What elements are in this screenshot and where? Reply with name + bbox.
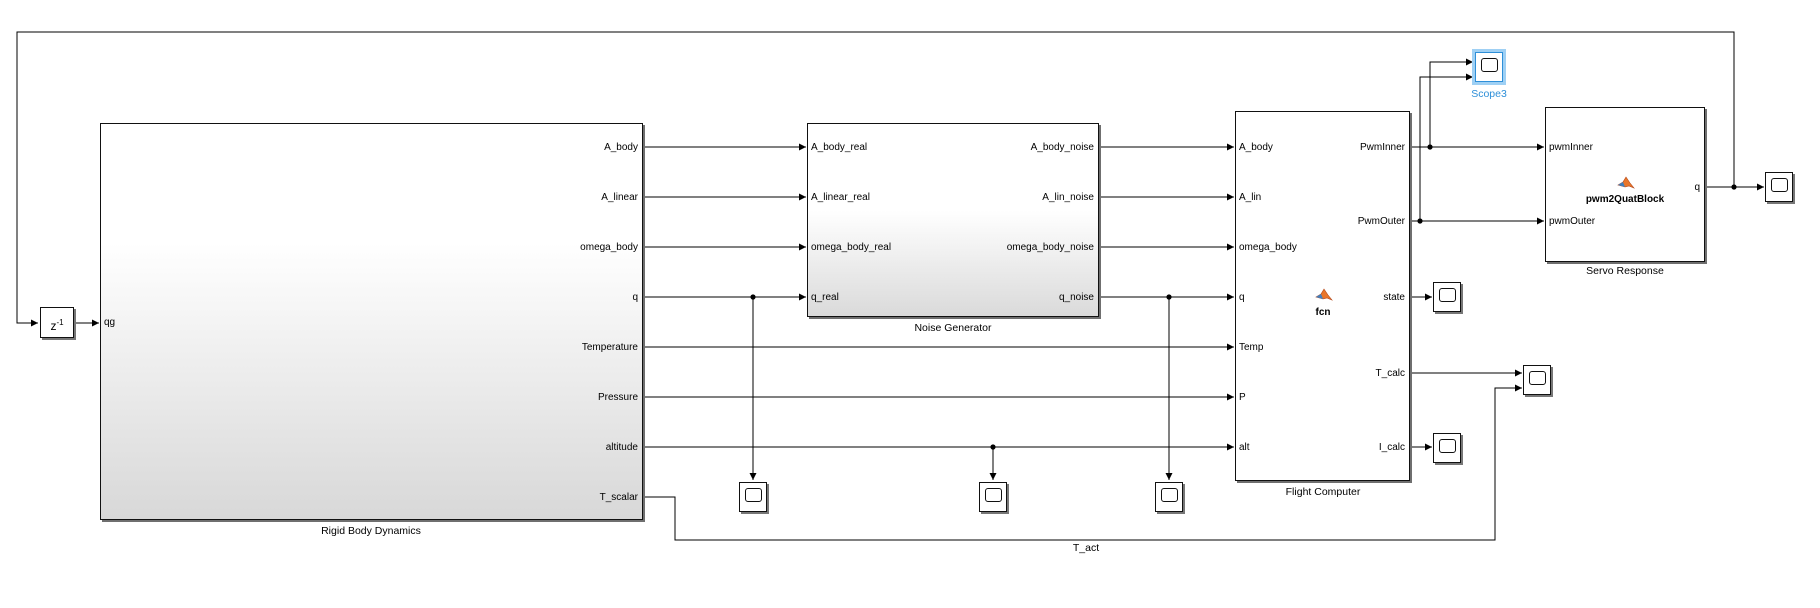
pwm-inner-scope3-line	[1429, 58, 1473, 147]
output-port-temperature: Temperature	[581, 342, 638, 353]
input-port-q-real: q_real	[811, 292, 839, 303]
noise-generator-caption: Noise Generator	[914, 322, 992, 334]
t-act-signal-label: T_act	[1072, 542, 1100, 554]
scope-t-calc[interactable]	[1523, 365, 1551, 395]
scope-icon	[985, 488, 1002, 502]
input-port-omega-body-real: omega_body_real	[811, 242, 892, 253]
input-port-a-linear-real: A_linear_real	[811, 192, 870, 203]
scope-servo-q[interactable]	[1765, 172, 1793, 202]
input-port-q: q	[1239, 292, 1245, 303]
scope-icon	[1771, 178, 1788, 192]
pwm-outer-scope3-line	[1419, 73, 1473, 221]
output-port-q: q	[632, 292, 638, 303]
scope-icon	[1481, 58, 1498, 72]
servo-response-caption: Servo Response	[1586, 265, 1664, 277]
flight-computer-caption: Flight Computer	[1285, 486, 1361, 498]
scope-state[interactable]	[1433, 282, 1461, 312]
servo-response-block[interactable]: pwmInner pwmOuter q pwm2QuatBlock	[1545, 107, 1705, 262]
output-port-t-scalar: T_scalar	[599, 492, 638, 503]
scope-icon	[1529, 371, 1546, 385]
rigid-body-dynamics-block[interactable]: qg A_body A_linear omega_body q Temperat…	[100, 123, 643, 520]
matlab-logo-icon	[1617, 176, 1635, 189]
input-port-a-lin: A_lin	[1239, 192, 1262, 203]
output-port-omega-body-noise: omega_body_noise	[1006, 242, 1094, 253]
input-port-pwm-outer: pwmOuter	[1549, 216, 1596, 227]
input-port-a-body: A_body	[1239, 142, 1273, 153]
output-port-pressure: Pressure	[597, 392, 638, 403]
output-port-a-linear: A_linear	[601, 192, 638, 203]
scope3-label: Scope3	[1471, 88, 1507, 100]
scope-q[interactable]	[739, 482, 767, 512]
scope-q-noise[interactable]	[1155, 482, 1183, 512]
output-port-pwm-outer: PwmOuter	[1357, 216, 1405, 227]
flight-computer-block[interactable]: A_body A_lin omega_body q Temp P alt Pwm…	[1235, 111, 1410, 481]
input-port-omega-body: omega_body	[1239, 242, 1297, 253]
noise-generator-block[interactable]: A_body_real A_linear_real omega_body_rea…	[807, 123, 1099, 317]
feedback-signal-line	[16, 31, 1735, 327]
flight-function-name: fcn	[1315, 307, 1331, 318]
output-port-pwm-inner: PwmInner	[1359, 142, 1405, 153]
scope-altitude[interactable]	[979, 482, 1007, 512]
input-port-alt: alt	[1239, 442, 1250, 453]
output-port-omega-body: omega_body	[580, 242, 638, 253]
output-port-state: state	[1383, 292, 1405, 303]
scope3-block[interactable]	[1475, 52, 1503, 82]
t-act-line	[643, 384, 1522, 541]
input-port-a-body-real: A_body_real	[811, 142, 868, 153]
output-port-a-body: A_body	[604, 142, 638, 153]
output-port-altitude: altitude	[605, 442, 638, 453]
servo-function-name: pwm2QuatBlock	[1585, 194, 1665, 205]
input-port-pwm-inner: pwmInner	[1549, 142, 1593, 153]
input-port-qg: qg	[104, 317, 116, 328]
output-port-q-servo: q	[1694, 182, 1700, 193]
scope-icon	[745, 488, 762, 502]
input-port-temp: Temp	[1239, 342, 1264, 353]
matlab-logo-icon	[1315, 288, 1333, 301]
input-port-p: P	[1239, 392, 1246, 403]
rigid-body-caption: Rigid Body Dynamics	[321, 525, 421, 537]
delay-icon: z-1	[50, 318, 64, 333]
unit-delay-block[interactable]: z-1	[40, 307, 74, 338]
scope-icon	[1439, 288, 1456, 302]
scope-icon	[1439, 439, 1456, 453]
output-port-a-lin-noise: A_lin_noise	[1042, 192, 1094, 203]
output-port-q-noise: q_noise	[1058, 292, 1094, 303]
output-port-a-body-noise: A_body_noise	[1030, 142, 1094, 153]
scope-i-calc[interactable]	[1433, 433, 1461, 463]
output-port-t-calc: T_calc	[1375, 368, 1405, 379]
output-port-i-calc: I_calc	[1378, 442, 1405, 453]
scope-icon	[1161, 488, 1178, 502]
